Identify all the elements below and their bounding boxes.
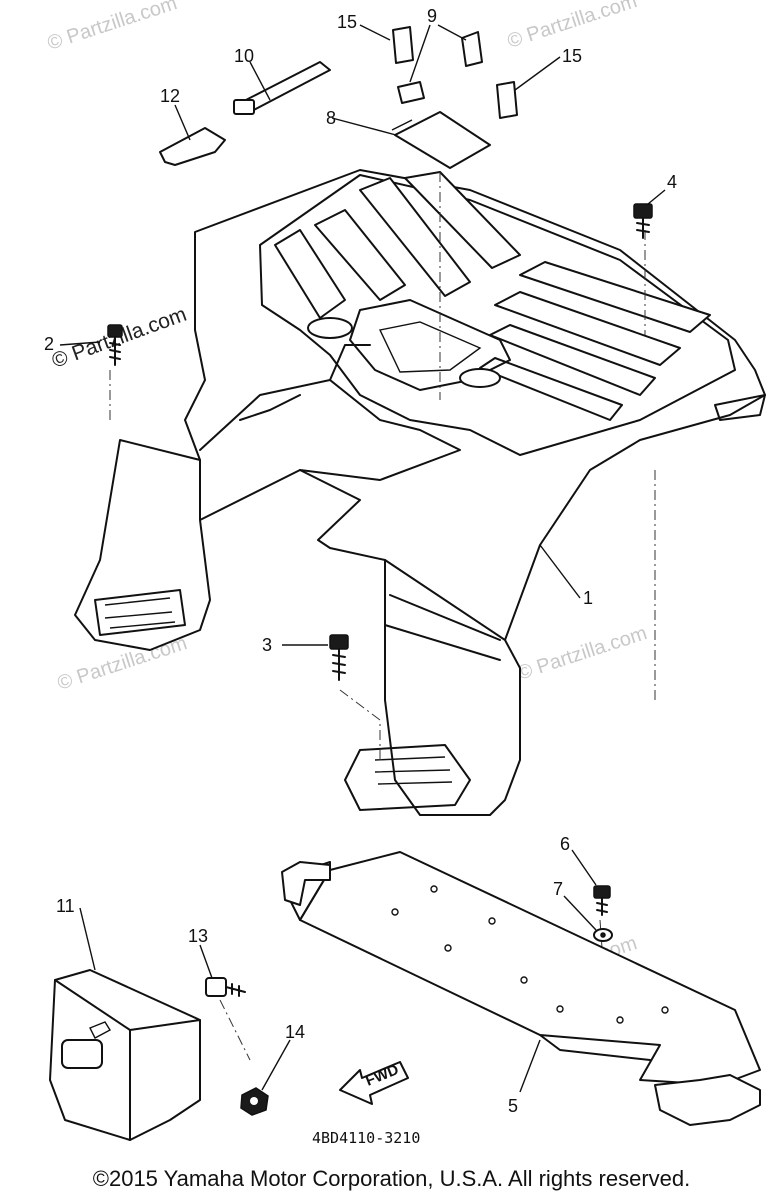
washer-hole (600, 932, 606, 938)
toolbox-part (49, 969, 201, 1141)
callout-15-top: 15 (337, 12, 357, 32)
callout-numbers: 1 2 3 4 5 6 7 8 9 10 11 12 13 14 15 15 (44, 6, 677, 1116)
callout-5: 5 (508, 1096, 518, 1116)
bolt-2 (107, 324, 123, 366)
watermark-top-right: © Partzilla.com (505, 0, 640, 53)
callout-15-right: 15 (562, 46, 582, 66)
fwd-arrow: FWD (339, 1061, 409, 1105)
callout-7: 7 (553, 879, 563, 899)
watermark-top-left: © Partzilla.com (45, 0, 180, 55)
bolt-3 (329, 634, 349, 681)
bolt-4 (633, 203, 653, 239)
nut-14 (240, 1087, 269, 1116)
callout-4: 4 (667, 172, 677, 192)
callout-6: 6 (560, 834, 570, 854)
leader-lines (59, 24, 666, 1093)
copyright-notice: ©2015 Yamaha Motor Corporation, U.S.A. A… (92, 1166, 691, 1191)
damper-9a (461, 31, 483, 67)
callout-13: 13 (188, 926, 208, 946)
callout-12: 12 (160, 86, 180, 106)
strap-10 (233, 61, 331, 115)
diagram-code: 4BD4110-3210 (312, 1129, 420, 1147)
callout-11: 11 (56, 896, 75, 916)
carrier-plate-part (281, 851, 761, 1126)
callout-2: 2 (44, 334, 54, 354)
damper-9b (397, 81, 425, 104)
pad-8 (394, 111, 491, 169)
callout-8: 8 (326, 108, 336, 128)
block-15a (392, 26, 414, 64)
bracket-12 (159, 127, 226, 166)
callout-10: 10 (234, 46, 254, 66)
block-15b (496, 81, 518, 119)
rear-fender-part (74, 169, 766, 816)
hardware-parts: FWD (107, 26, 653, 1116)
callout-14: 14 (285, 1022, 305, 1042)
callout-9: 9 (427, 6, 437, 26)
watermark-lower-right: © Partzilla.com (515, 622, 650, 685)
bolt-6 (593, 885, 611, 916)
bolt-13 (205, 977, 246, 997)
callout-1: 1 (583, 588, 593, 608)
callout-3: 3 (262, 635, 272, 655)
